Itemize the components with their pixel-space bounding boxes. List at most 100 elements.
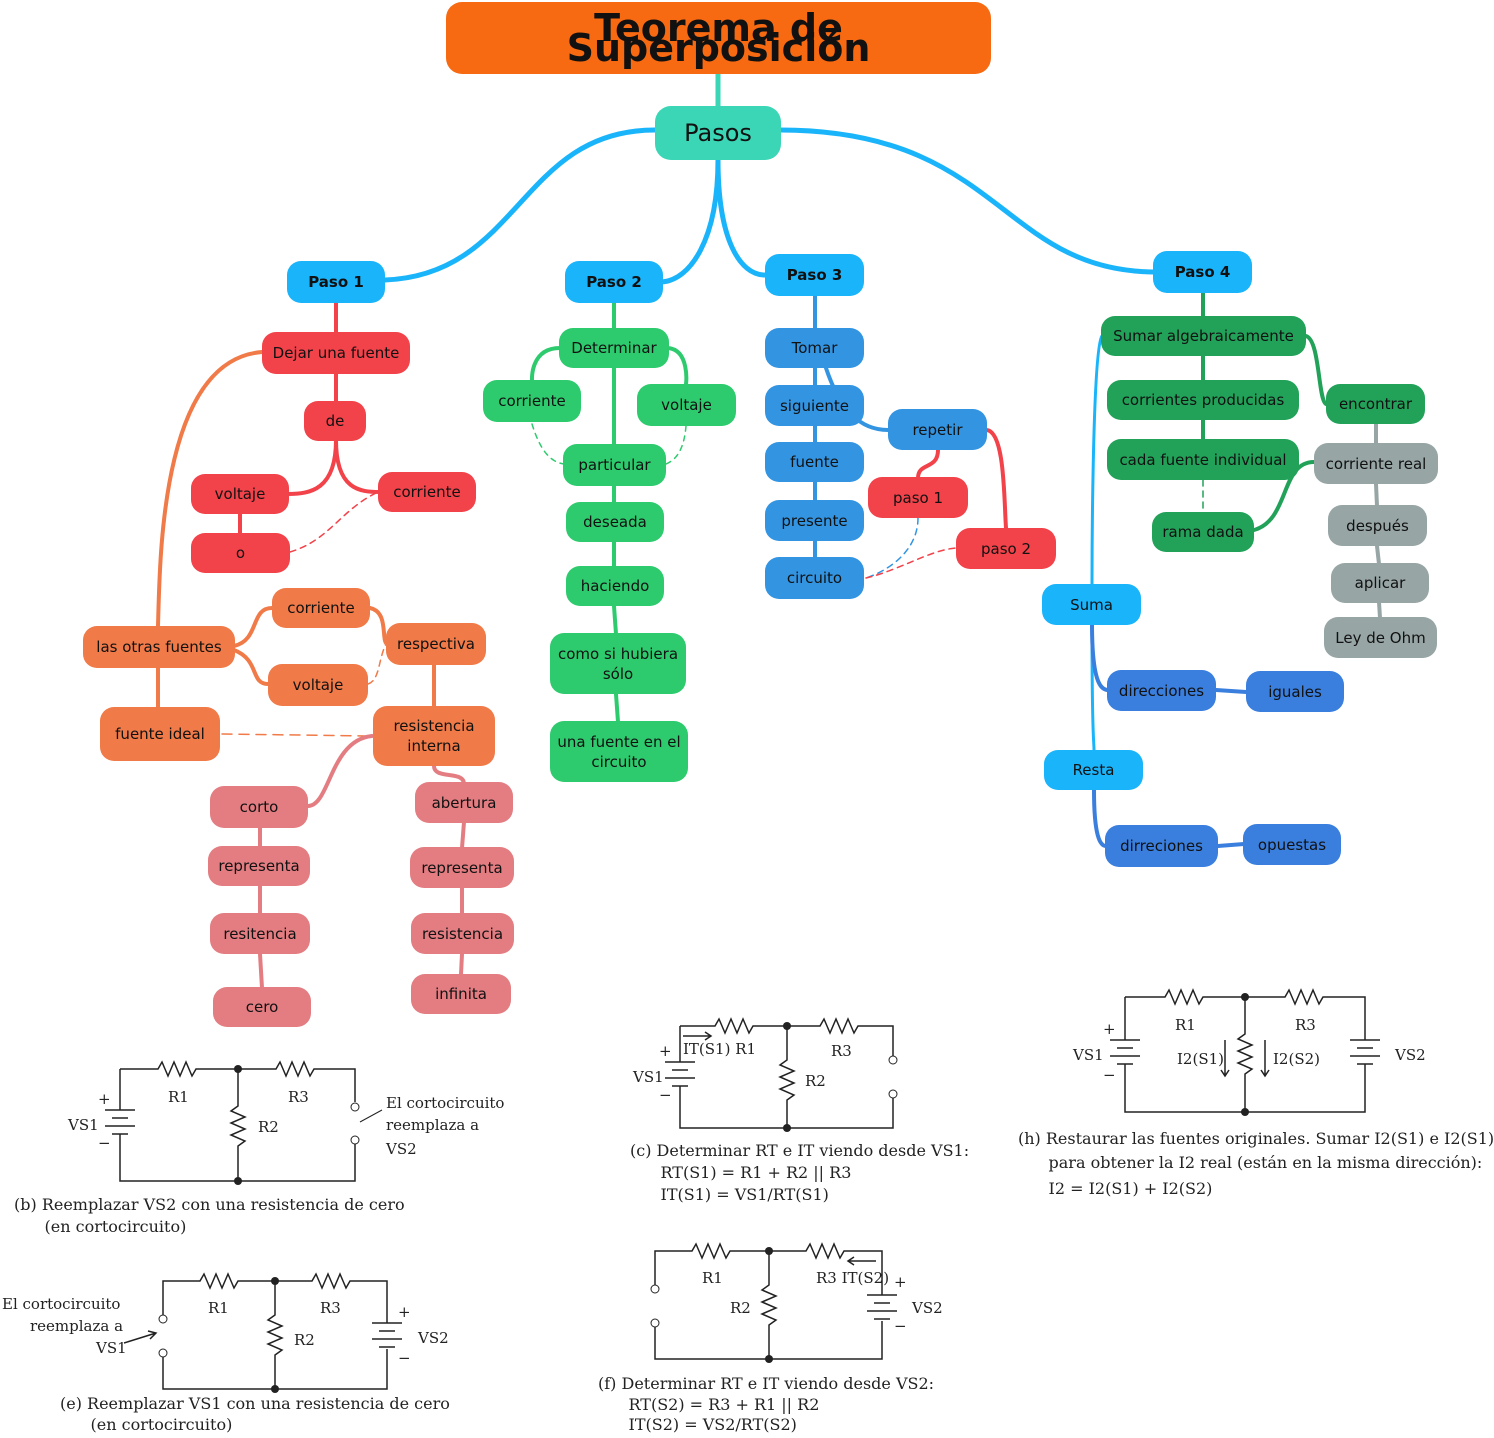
circuit-diagram-b: R1 R2 R3 VS1 + − El cortocircuito reempl… bbox=[67, 1060, 504, 1185]
node-de[interactable]: de bbox=[304, 401, 366, 441]
node-particular[interactable]: particular bbox=[563, 444, 666, 486]
caption-e-line2: (en cortocircuito) bbox=[60, 1415, 233, 1434]
node-corriente-real[interactable]: corriente real bbox=[1314, 443, 1438, 484]
label-it-r1-c: IT(S1) R1 bbox=[683, 1040, 756, 1058]
node-dejar-una-fuente[interactable]: Dejar una fuente bbox=[262, 332, 410, 374]
node-sumar-algebraicamente[interactable]: Sumar algebraicamente bbox=[1101, 316, 1306, 356]
node-deseada[interactable]: deseada bbox=[566, 502, 664, 542]
node-corriente-p2[interactable]: corriente bbox=[483, 380, 581, 422]
node-resta[interactable]: Resta bbox=[1044, 750, 1143, 790]
node-direcciones[interactable]: direcciones bbox=[1107, 670, 1216, 711]
step-node-3[interactable]: Paso 3 bbox=[765, 254, 864, 296]
node-aplicar[interactable]: aplicar bbox=[1331, 563, 1429, 603]
label-vs2-f: VS2 bbox=[911, 1299, 943, 1317]
node-corriente-2[interactable]: corriente bbox=[272, 588, 370, 628]
label-vs2-h: VS2 bbox=[1394, 1046, 1426, 1064]
node-cada-fuente-individual[interactable]: cada fuente individual bbox=[1107, 439, 1299, 480]
circuit-diagram-h: R1 R3 VS1 VS2 I2(S1) I2(S2) + − bbox=[1072, 988, 1426, 1116]
node-las-otras-fuentes[interactable]: las otras fuentes bbox=[83, 626, 235, 668]
node-voltaje-p2[interactable]: voltaje bbox=[637, 384, 736, 426]
label-minus-e: − bbox=[398, 1349, 411, 1367]
node-fuente[interactable]: fuente bbox=[765, 442, 864, 482]
node-opuestas[interactable]: opuestas bbox=[1243, 824, 1341, 865]
node-voltaje-2[interactable]: voltaje bbox=[268, 664, 368, 706]
node-ley-de-ohm[interactable]: Ley de Ohm bbox=[1324, 617, 1437, 658]
node-siguiente[interactable]: siguiente bbox=[765, 385, 864, 426]
node-abertura[interactable]: abertura bbox=[415, 782, 513, 823]
label-plus-b: + bbox=[98, 1090, 111, 1108]
label-r3-it-f: R3 IT(S2) bbox=[816, 1269, 889, 1287]
label-vs2-e: VS2 bbox=[417, 1329, 449, 1347]
node-corrientes-producidas[interactable]: corrientes producidas bbox=[1107, 380, 1299, 420]
node-como-si-hubiera-solo[interactable]: como si hubiera sólo bbox=[550, 633, 686, 694]
node-corto[interactable]: corto bbox=[210, 786, 308, 828]
label-r2-c: R2 bbox=[805, 1072, 826, 1090]
label-r3-h: R3 bbox=[1295, 1016, 1316, 1034]
caption-h-line3: I2 = I2(S1) + I2(S2) bbox=[1018, 1179, 1213, 1198]
node-representa-1[interactable]: representa bbox=[208, 846, 310, 886]
node-infinita[interactable]: infinita bbox=[411, 974, 511, 1014]
caption-f-line3: IT(S2) = VS2/RT(S2) bbox=[598, 1415, 797, 1434]
label-r3-b: R3 bbox=[288, 1088, 309, 1106]
node-respectiva[interactable]: respectiva bbox=[386, 623, 486, 665]
node-repetir[interactable]: repetir bbox=[888, 409, 987, 450]
node-representa-2[interactable]: representa bbox=[410, 847, 514, 888]
step-node-2[interactable]: Paso 2 bbox=[565, 261, 663, 303]
label-vs1-b: VS1 bbox=[67, 1116, 99, 1134]
label-vs1-c: VS1 bbox=[632, 1068, 664, 1086]
label-plus-e: + bbox=[398, 1303, 411, 1321]
label-r2-b: R2 bbox=[258, 1118, 279, 1136]
note-b-1: El cortocircuito bbox=[386, 1094, 504, 1112]
caption-f-line1: (f) Determinar RT e IT viendo desde VS2: bbox=[598, 1374, 935, 1393]
node-o[interactable]: o bbox=[191, 533, 290, 573]
label-r1-f: R1 bbox=[702, 1269, 723, 1287]
node-paso-2-ref[interactable]: paso 2 bbox=[956, 528, 1056, 569]
node-paso-1-ref[interactable]: paso 1 bbox=[868, 477, 968, 518]
node-presente[interactable]: presente bbox=[765, 500, 864, 541]
step-node-4[interactable]: Paso 4 bbox=[1153, 251, 1252, 293]
node-tomar[interactable]: Tomar bbox=[765, 328, 864, 368]
node-resistencia[interactable]: resistencia bbox=[411, 913, 514, 954]
node-suma[interactable]: Suma bbox=[1042, 584, 1141, 625]
caption-h-line2: para obtener la I2 real (están en la mis… bbox=[1018, 1153, 1483, 1172]
node-cero[interactable]: cero bbox=[213, 987, 311, 1027]
circuit-diagram-f: R1 R2 R3 IT(S2) VS2 + − bbox=[650, 1242, 943, 1363]
caption-c-line2: RT(S1) = R1 + R2 || R3 bbox=[630, 1163, 852, 1182]
note-e-1: El cortocircuito bbox=[2, 1295, 120, 1313]
note-e-3: VS1 bbox=[95, 1339, 127, 1357]
node-despues[interactable]: después bbox=[1328, 505, 1427, 546]
node-resistencia-interna[interactable]: resistencia interna bbox=[373, 706, 495, 766]
circuit-diagram-c: IT(S1) R1 R2 R3 VS1 + − bbox=[632, 1017, 898, 1132]
label-r2-e: R2 bbox=[294, 1331, 315, 1349]
label-minus-f: − bbox=[894, 1317, 907, 1335]
node-encontrar[interactable]: encontrar bbox=[1326, 384, 1425, 424]
caption-c-line3: IT(S1) = VS1/RT(S1) bbox=[630, 1185, 829, 1204]
caption-e-line1: (e) Reemplazar VS1 con una resistencia d… bbox=[60, 1394, 450, 1413]
label-plus-f: + bbox=[894, 1273, 907, 1291]
label-minus-c: − bbox=[659, 1086, 672, 1104]
label-r3-c: R3 bbox=[831, 1042, 852, 1060]
node-rama-dada[interactable]: rama dada bbox=[1152, 512, 1254, 552]
node-iguales[interactable]: iguales bbox=[1246, 671, 1344, 712]
note-e-2: reemplaza a bbox=[30, 1317, 123, 1335]
label-plus-h: + bbox=[1103, 1020, 1116, 1038]
node-fuente-ideal[interactable]: fuente ideal bbox=[100, 707, 220, 761]
label-r2-f: R2 bbox=[730, 1299, 751, 1317]
step-node-1[interactable]: Paso 1 bbox=[287, 261, 385, 303]
label-minus-h: − bbox=[1103, 1066, 1116, 1084]
node-determinar[interactable]: Determinar bbox=[559, 328, 669, 368]
node-resitencia[interactable]: resitencia bbox=[210, 913, 310, 954]
title-node: Teorema de Superposición bbox=[446, 2, 991, 74]
root-node-pasos[interactable]: Pasos bbox=[655, 106, 781, 160]
label-i2s1-h: I2(S1) bbox=[1177, 1050, 1224, 1068]
node-corriente[interactable]: corriente bbox=[378, 472, 476, 512]
label-r1-b: R1 bbox=[168, 1088, 189, 1106]
node-circuito[interactable]: circuito bbox=[765, 557, 864, 599]
caption-f-line2: RT(S2) = R3 + R1 || R2 bbox=[598, 1395, 820, 1414]
node-dirreciones[interactable]: dirreciones bbox=[1105, 825, 1218, 867]
note-b-2: reemplaza a bbox=[386, 1116, 479, 1134]
node-voltaje[interactable]: voltaje bbox=[191, 474, 289, 514]
node-una-fuente-en-el-circuito[interactable]: una fuente en el circuito bbox=[550, 721, 688, 782]
node-haciendo[interactable]: haciendo bbox=[566, 566, 664, 606]
